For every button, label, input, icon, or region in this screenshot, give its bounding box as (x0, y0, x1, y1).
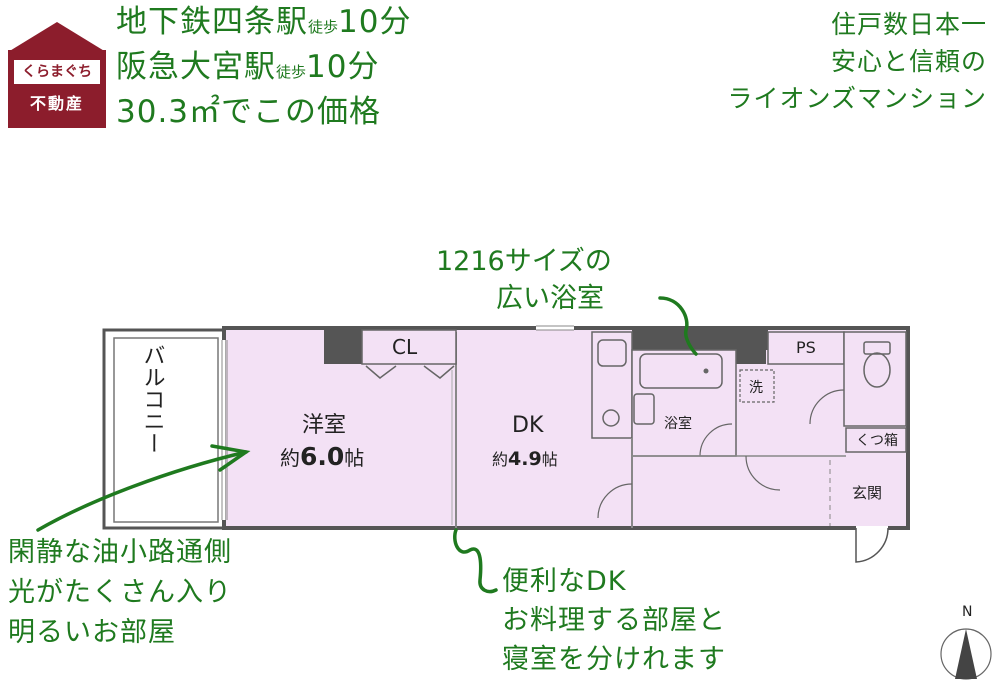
pillar (632, 330, 768, 350)
bath-note-line-2: 広い浴室 (496, 283, 604, 314)
access-info: 地下鉄四条駅徒歩10分 阪急大宮駅徒歩10分 30.3㎡でこの価格 (116, 2, 411, 132)
compass-icon (940, 628, 992, 680)
ps-label: PS (796, 338, 816, 357)
station-name: 阪急大宮駅 (116, 49, 276, 85)
west-note-line-1: 閑静な油小路通側 (8, 537, 232, 568)
shoe-box-label: くつ箱 (856, 433, 898, 449)
western-room-label: 洋室 (302, 413, 346, 438)
dk-note: 便利なDK お料理する部屋と 寝室を分けれます (502, 562, 726, 679)
stove-burner (602, 409, 620, 427)
bath-note-line-1: 1216サイズの (436, 246, 612, 277)
closet-door (365, 365, 397, 379)
bathroom-block (631, 349, 737, 457)
closet-box (361, 329, 457, 365)
west-arrow (36, 450, 248, 532)
slogan-line-3: ライオンズマンション (727, 84, 987, 113)
bathroom-label: 浴室 (664, 415, 692, 432)
balcony-inner (113, 337, 219, 523)
area-price-line: 30.3㎡でこの価格 (116, 92, 411, 132)
dk-arrow (453, 528, 498, 594)
washer-box (739, 369, 775, 403)
toilet-tank (863, 341, 891, 355)
brand-slogan: 住戸数日本一 安心と信頼の ライオンズマンション (727, 6, 987, 117)
toilet-bowl (863, 352, 891, 388)
dk-label: DK (512, 413, 544, 438)
dk-note-line-1: 便利なDK (502, 566, 627, 597)
entrance-label: 玄関 (852, 484, 882, 502)
ps-box (767, 331, 845, 365)
walk-label: 徒歩 (308, 18, 339, 36)
sink (597, 339, 627, 367)
dk-note-line-3: 寝室を分けれます (502, 644, 726, 675)
access-line-subway: 地下鉄四条駅徒歩10分 (116, 2, 411, 47)
closet-door (423, 365, 455, 379)
walk-time: 10分 (338, 4, 412, 40)
slogan-line-1: 住戸数日本一 (830, 10, 987, 39)
west-note-line-2: 光がたくさん入り (8, 577, 232, 608)
walk-label: 徒歩 (276, 63, 307, 81)
west-room-note: 閑静な油小路通側 光がたくさん入り 明るいお部屋 (8, 533, 232, 653)
annotation-strokes (36, 296, 698, 594)
toilet-door-swing (809, 389, 845, 425)
toilet-room (843, 331, 907, 427)
area-text: 30.3㎡でこの価格 (116, 94, 382, 130)
closet-label: CL (392, 335, 418, 359)
bath-door-swing (699, 423, 733, 457)
west-arrow-head (210, 444, 251, 472)
hall-door-swing (745, 455, 781, 491)
washer-label: 洗 (749, 380, 763, 396)
walk-time: 10分 (306, 49, 380, 85)
bathtub (639, 353, 723, 389)
western-room-size: 約6.0帖 (280, 442, 364, 471)
compass-north-label: N (962, 604, 973, 620)
bath-note: 1216サイズの 広い浴室 (436, 243, 612, 317)
realtor-logo: くらまぐち 不動産 (8, 22, 106, 128)
balcony-label: バルコニー (140, 344, 165, 454)
pillar (324, 330, 362, 364)
dk-door-swing (597, 483, 633, 519)
drain-icon (703, 368, 709, 374)
shoe-box-area (845, 427, 907, 453)
west-note-line-3: 明るいお部屋 (8, 617, 176, 648)
access-line-hankyu: 阪急大宮駅徒歩10分 (116, 47, 411, 92)
dk-size: 約4.9帖 (492, 448, 558, 470)
logo-name: くらまぐち (14, 60, 100, 84)
bath-arrow (658, 296, 698, 356)
logo-subtitle: 不動産 (29, 94, 84, 113)
washbasin (633, 393, 655, 425)
station-name: 地下鉄四条駅 (116, 4, 308, 40)
entrance-door (855, 527, 889, 563)
slogan-line-2: 安心と信頼の (830, 47, 987, 76)
pillar (736, 330, 766, 364)
dk-note-line-2: お料理する部屋と (502, 605, 726, 636)
roof-icon (8, 22, 106, 52)
